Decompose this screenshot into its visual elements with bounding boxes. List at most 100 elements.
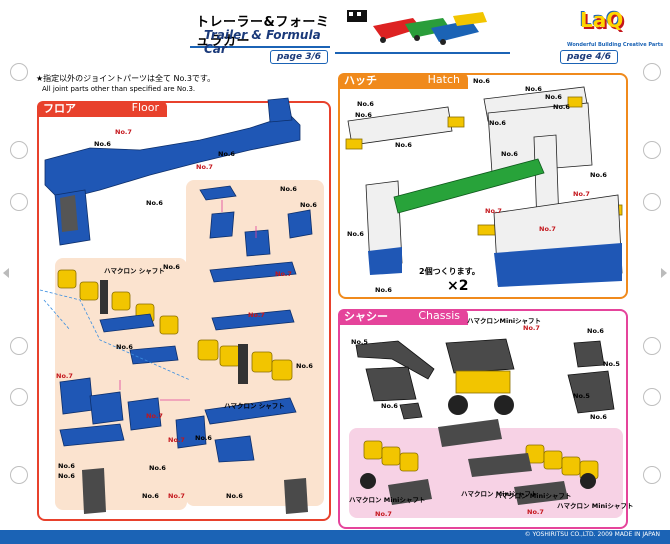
- part-label: No.6: [149, 464, 166, 472]
- part-label: No.6: [545, 93, 562, 101]
- floor-title-en: Floor: [131, 101, 159, 114]
- part-label: No.7: [573, 190, 590, 198]
- binder-hole: [10, 388, 28, 406]
- binder-hole: [643, 337, 661, 355]
- binder-hole: [10, 141, 28, 159]
- right-footer: © YOSHIRITSU CO.,LTD. 2009 MADE IN JAPAN: [335, 530, 670, 544]
- part-label: No.6: [355, 111, 372, 119]
- chassis-title-jp: シャシー: [344, 310, 388, 323]
- part-label: No.6: [375, 286, 392, 294]
- page-number: page 3/6: [270, 50, 329, 64]
- page-title-jp: トレーラー&フォーミュラカー: [196, 15, 330, 49]
- binder-hole: [10, 337, 28, 355]
- part-label: No.6: [395, 141, 412, 149]
- page-title-en: Trailer & Formula Car: [204, 28, 321, 56]
- part-label: No.7: [168, 492, 185, 500]
- part-label: No.6: [94, 140, 111, 148]
- part-label: No.5: [603, 360, 620, 368]
- part-label: No.7: [56, 372, 73, 380]
- part-label: No.6: [300, 201, 317, 209]
- chassis-section-header: シャシー Chassis: [338, 309, 468, 325]
- part-label: No.6: [501, 150, 518, 158]
- part-label: No.7: [523, 324, 540, 332]
- part-label: No.7: [248, 311, 265, 319]
- brand-logo: LaQ: [580, 8, 624, 32]
- part-label: No.6: [553, 103, 570, 111]
- left-footer: [0, 530, 335, 544]
- part-label: No.6: [142, 492, 159, 500]
- part-label: No.6: [280, 185, 297, 193]
- part-label: No.7: [115, 128, 132, 136]
- part-label: No.6: [146, 199, 163, 207]
- part-label: No.6: [296, 362, 313, 370]
- floor-section: [37, 101, 331, 521]
- binder-hole: [10, 466, 28, 484]
- chassis-section: [338, 309, 628, 529]
- shaft-label: ハマクロン シャフト: [104, 267, 165, 275]
- build-count-note: 2個つくります。: [419, 267, 480, 276]
- part-label: No.6: [58, 472, 75, 480]
- part-label: No.6: [587, 327, 604, 335]
- title-underline: [190, 46, 330, 48]
- hatch-diagram: [345, 86, 623, 287]
- left-page: トレーラー&フォーミュラカー Trailer & Formula Car pag…: [0, 15, 335, 544]
- part-label: No.6: [347, 230, 364, 238]
- floor-title-jp: フロア: [43, 102, 76, 115]
- binder-hole: [643, 141, 661, 159]
- brand-tagline: Wonderful Building Creative Parts: [567, 42, 664, 48]
- binder-hole: [10, 63, 28, 81]
- note-en: All joint parts other than specified are…: [42, 85, 196, 93]
- chassis-title-en: Chassis: [418, 309, 460, 322]
- part-label: No.6: [489, 119, 506, 127]
- binder-hole: [643, 466, 661, 484]
- part-label: No.7: [146, 412, 163, 420]
- header-underline: [335, 52, 510, 54]
- shaft-label: ハマクロン Miniシャフト: [349, 496, 426, 504]
- floor-diagram: [39, 97, 313, 514]
- part-label: No.6: [590, 413, 607, 421]
- part-label: No.6: [116, 343, 133, 351]
- part-label: No.5: [351, 338, 368, 346]
- shaft-label: ハマクロンMiniシャフト: [467, 317, 542, 325]
- part-label: No.6: [163, 263, 180, 271]
- part-label: No.7: [375, 510, 392, 518]
- chassis-diagram: [355, 338, 615, 505]
- hatch-title-jp: ハッチ: [344, 74, 377, 87]
- part-label: No.7: [275, 270, 292, 278]
- part-label: No.6: [357, 100, 374, 108]
- part-label: No.7: [539, 225, 556, 233]
- hatch-title-en: Hatch: [427, 73, 460, 86]
- part-label: No.7: [196, 163, 213, 171]
- shaft-label: ハマクロン Miniシャフト: [495, 492, 572, 500]
- copyright: © YOSHIRITSU CO.,LTD. 2009 MADE IN JAPAN: [524, 531, 660, 538]
- part-label: No.6: [525, 85, 542, 93]
- part-label: No.6: [195, 434, 212, 442]
- part-label: No.6: [473, 77, 490, 85]
- part-label: No.6: [226, 492, 243, 500]
- shaft-label: ハマクロン Miniシャフト: [557, 502, 634, 510]
- floor-section-header: フロア Floor: [37, 101, 167, 117]
- hatch-section-header: ハッチ Hatch: [338, 73, 468, 89]
- page-number: page 4/6: [560, 50, 619, 64]
- shaft-label: ハマクロン シャフト: [224, 402, 285, 410]
- part-label: No.6: [58, 462, 75, 470]
- part-label: No.7: [485, 207, 502, 215]
- part-label: No.6: [381, 402, 398, 410]
- part-label: No.6: [218, 150, 235, 158]
- cars-illustration: [347, 10, 487, 45]
- build-multiplier: ×2: [447, 278, 469, 294]
- part-label: No.5: [573, 392, 590, 400]
- binder-hole: [10, 193, 28, 211]
- binder-hole: [643, 388, 661, 406]
- part-label: No.7: [168, 436, 185, 444]
- part-label: No.7: [527, 508, 544, 516]
- binder-hole: [643, 63, 661, 81]
- part-label: No.6: [590, 171, 607, 179]
- note-jp: ★指定以外のジョイントパーツは全て No.3です。: [36, 74, 216, 83]
- hatch-section: [338, 73, 628, 299]
- right-page: LaQ Wonderful Building Creative Parts pa…: [335, 0, 670, 544]
- binder-hole: [643, 193, 661, 211]
- prev-page-arrow[interactable]: [3, 268, 9, 278]
- next-page-arrow[interactable]: [661, 268, 667, 278]
- shaft-label: ハマクロン Miniシャフト: [461, 490, 538, 498]
